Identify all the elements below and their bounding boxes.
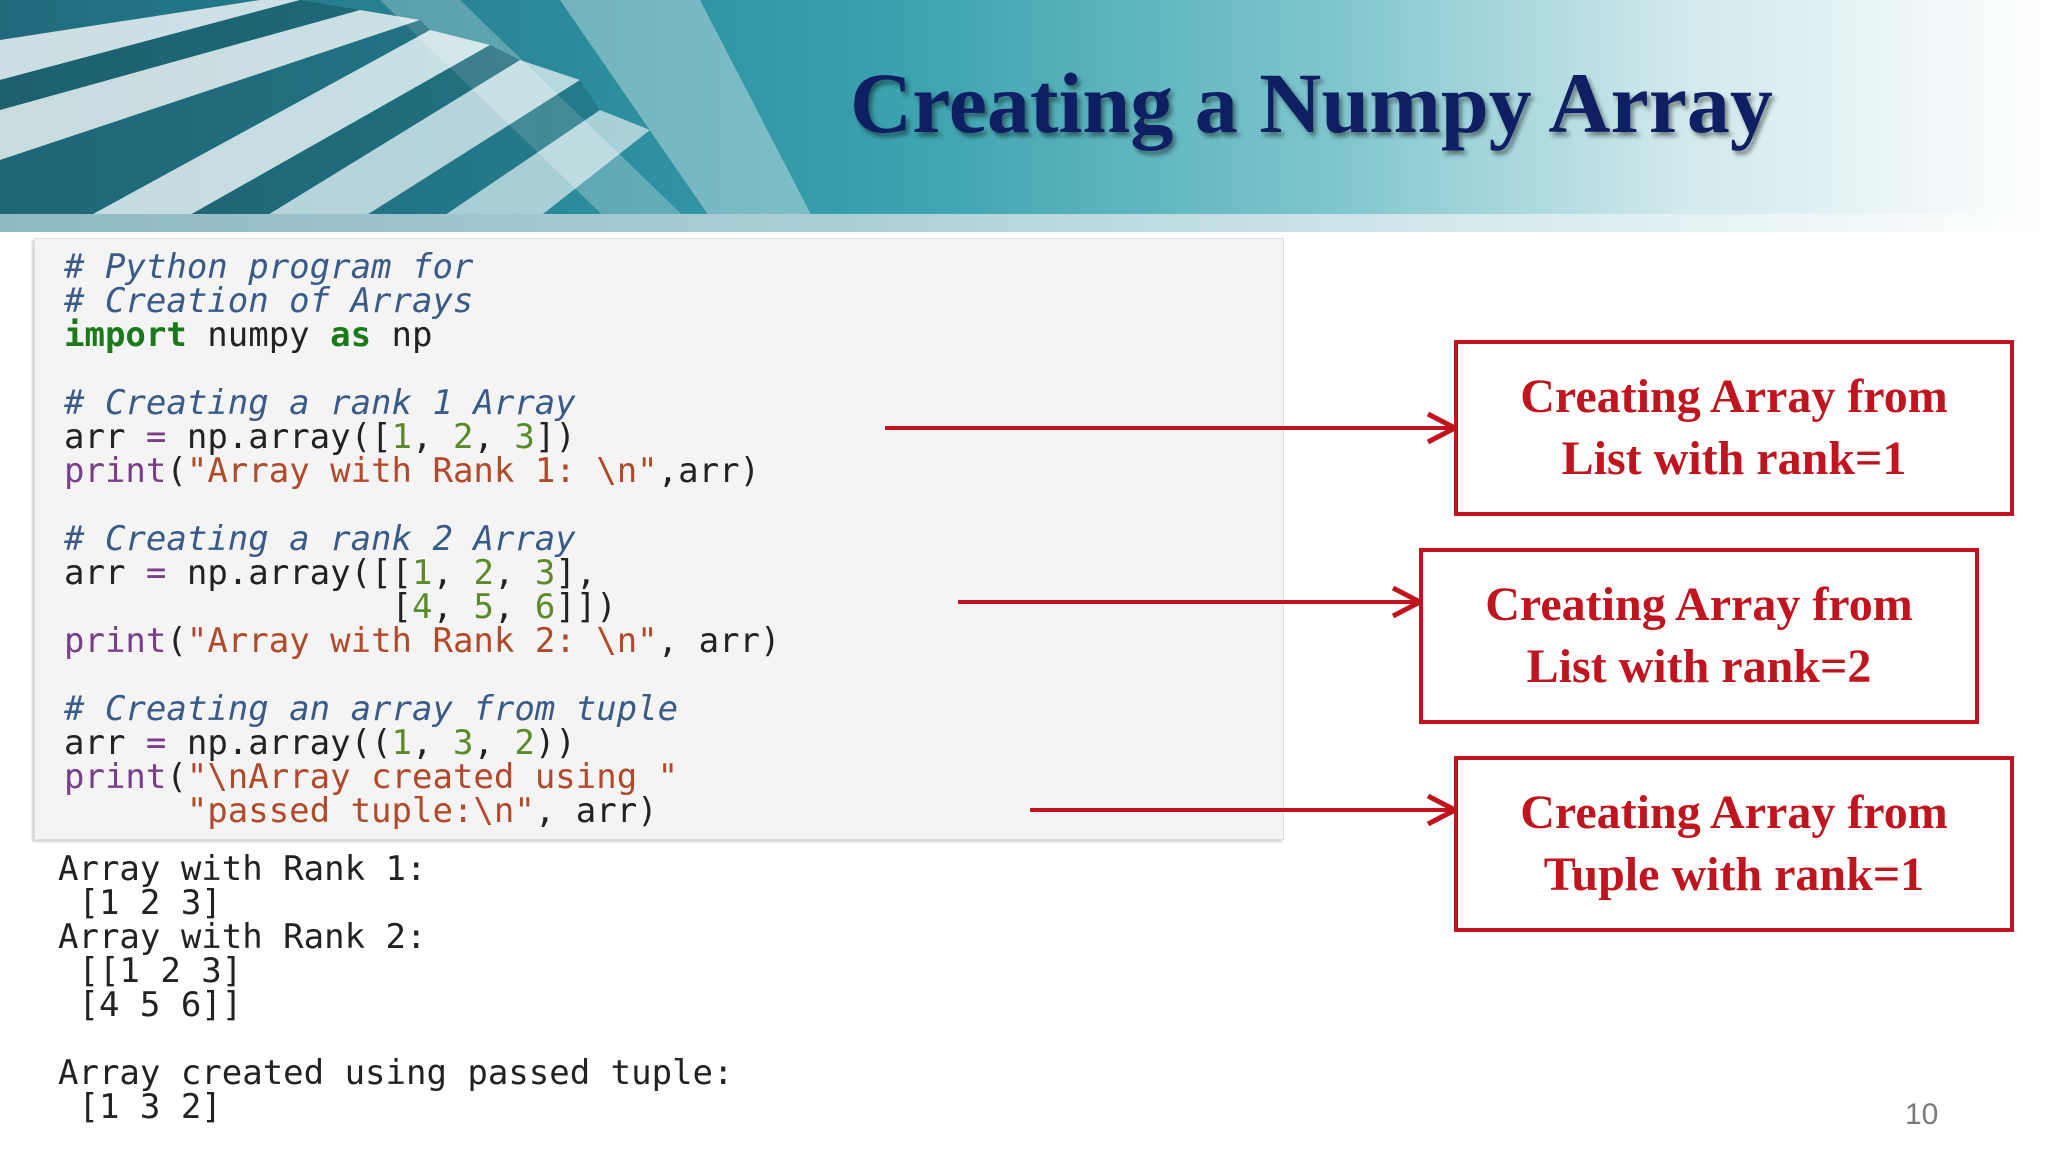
code-token: arr	[64, 417, 146, 457]
code-token: ]])	[555, 587, 617, 627]
code-token: 6	[534, 587, 556, 627]
header-banner	[0, 0, 2048, 232]
output-line: [[1 2 3]	[58, 951, 243, 991]
code-token: ))	[534, 723, 576, 763]
callout-tuple-text: Creating Array from Tuple with rank=1	[1520, 786, 1948, 901]
callout-rank1-text: Creating Array from List with rank=1	[1520, 370, 1948, 485]
code-token: # Creating a rank 1 Array	[64, 383, 576, 423]
code-token: ,	[412, 417, 453, 457]
code-line: # Creating a rank 1 Array	[64, 386, 576, 420]
code-token: =	[145, 417, 167, 457]
code-token: "\nArray created using "	[186, 757, 679, 797]
code-token: =	[145, 553, 167, 593]
output-line: [1 2 3]	[58, 883, 222, 923]
output-line: Array created using passed tuple:	[58, 1053, 734, 1093]
code-line: # Python program for	[64, 250, 473, 284]
code-line: # Creating an array from tuple	[64, 692, 678, 726]
code-token: arr	[64, 723, 146, 763]
code-token: ,	[432, 587, 474, 627]
code-token: np.array([	[166, 417, 392, 457]
code-token: 1	[412, 553, 433, 593]
page-number: 10	[1905, 1098, 1939, 1131]
code-token	[64, 791, 187, 831]
code-line: print("Array with Rank 1: \n",arr)	[64, 454, 760, 488]
code-token: 3	[514, 417, 535, 457]
code-token: , arr)	[657, 621, 781, 661]
code-token: ,	[493, 553, 535, 593]
code-token: , arr)	[534, 791, 658, 831]
code-panel	[34, 238, 1284, 840]
code-token: np.array((	[166, 723, 392, 763]
output-line: Array with Rank 1:	[58, 849, 427, 889]
callout-tuple: Creating Array from Tuple with rank=1	[1454, 756, 2014, 932]
code-token: np	[371, 315, 433, 355]
code-token: ,	[473, 417, 515, 457]
code-token: (	[166, 621, 187, 661]
callout-rank2-text: Creating Array from List with rank=2	[1485, 578, 1913, 693]
code-line: print("Array with Rank 2: \n", arr)	[64, 624, 780, 658]
code-line: arr = np.array((1, 3, 2))	[64, 726, 576, 760]
code-token: "Array with Rank 2: \n"	[186, 621, 658, 661]
code-line: import numpy as np	[64, 318, 433, 352]
callout-rank1: Creating Array from List with rank=1	[1454, 340, 2014, 516]
code-token: print	[64, 757, 167, 797]
architecture-image	[0, 0, 2048, 232]
code-token: ,	[412, 723, 453, 763]
code-token: numpy	[186, 315, 331, 355]
code-token: ,	[493, 587, 535, 627]
output-line: [1 3 2]	[58, 1087, 222, 1127]
code-token: 3	[534, 553, 556, 593]
code-token: 2	[452, 417, 474, 457]
code-line: "passed tuple:\n", arr)	[64, 794, 658, 828]
code-token: 5	[473, 587, 494, 627]
code-token: (	[166, 757, 187, 797]
code-token: ,	[432, 553, 474, 593]
output-line: Array with Rank 2:	[58, 917, 427, 957]
banner-bottom-band	[0, 214, 2048, 232]
code-token: (	[166, 451, 187, 491]
code-token: # Creating a rank 2 Array	[64, 519, 576, 559]
code-token: "Array with Rank 1: \n"	[186, 451, 658, 491]
code-token: # Python program for	[64, 247, 474, 287]
code-token: ])	[534, 417, 576, 457]
code-token: # Creating an array from tuple	[64, 689, 679, 729]
arrow-rank1-head	[1426, 411, 1461, 445]
callout-rank2: Creating Array from List with rank=2	[1419, 548, 1979, 724]
code-token: ,	[473, 723, 515, 763]
code-token: ,arr)	[657, 451, 761, 491]
code-token: 4	[412, 587, 433, 627]
code-token: print	[64, 621, 167, 661]
code-token: arr	[64, 553, 146, 593]
code-token: =	[145, 723, 167, 763]
code-token: ],	[555, 553, 597, 593]
output-line: [4 5 6]]	[58, 985, 243, 1025]
code-token: print	[64, 451, 167, 491]
code-token: 2	[514, 723, 535, 763]
code-token: 2	[473, 553, 494, 593]
code-line: [4, 5, 6]])	[64, 590, 617, 624]
code-token: 1	[391, 723, 413, 763]
code-token: # Creation of Arrays	[64, 281, 474, 321]
code-token: 3	[452, 723, 474, 763]
arrow-rank2-head	[1391, 585, 1426, 619]
arrow-tuple-head	[1426, 793, 1461, 827]
code-token: "passed tuple:\n"	[186, 791, 535, 831]
code-token: [	[64, 587, 412, 627]
code-line: # Creating a rank 2 Array	[64, 522, 576, 556]
code-token: np.array([[	[166, 553, 413, 593]
code-token: 1	[391, 417, 413, 457]
code-line: arr = np.array([1, 2, 3])	[64, 420, 576, 454]
code-line: # Creation of Arrays	[64, 284, 473, 318]
code-token: as	[330, 315, 372, 355]
code-line: print("\nArray created using "	[64, 760, 678, 794]
code-line: arr = np.array([[1, 2, 3],	[64, 556, 596, 590]
code-token: import	[64, 315, 187, 355]
slide-title: Creating a Numpy Array	[850, 55, 1773, 151]
